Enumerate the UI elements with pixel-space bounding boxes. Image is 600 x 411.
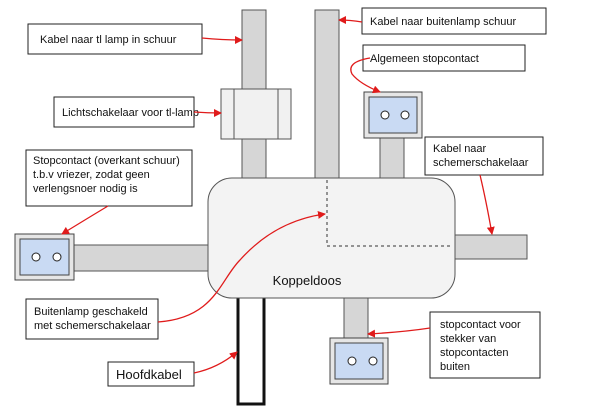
label-stopcontact-buiten-1: stopcontact voor (440, 319, 521, 331)
arrow-stopcontact-schuur (61, 205, 109, 235)
socket-buiten (329, 337, 389, 385)
label-stopcontact-schuur-2: t.b.v vriezer, zodat geen (33, 169, 150, 181)
label-stopcontact-buiten-2: stekker van (440, 333, 496, 345)
arrow-kabel-tl (201, 35, 243, 44)
koppeldoos-label: Koppeldoos (273, 273, 342, 288)
label-box-kabel-tl (27, 23, 203, 55)
cable-algemeen-stopcontact (379, 137, 405, 179)
label-stopcontact-buiten-3: stopcontacten (440, 347, 509, 359)
cable-stopcontact-schuur (73, 244, 211, 272)
label-algemeen: Algemeen stopcontact (370, 53, 479, 65)
lichtschakelaar-switch (220, 88, 292, 140)
label-lichtschakelaar: Lichtschakelaar voor tl-lamp (62, 107, 199, 119)
arrow-algemeen (350, 57, 381, 94)
label-box-stopcontact-buiten (429, 311, 541, 379)
socket-algemeen (363, 91, 423, 139)
arrow-hoofdkabel (193, 351, 238, 374)
arrow-kabel-buitenlamp (338, 16, 363, 25)
label-buitenlamp-1: Buitenlamp geschakeld (34, 306, 148, 318)
arrow-buitenlamp (157, 210, 326, 323)
cable-buitenlamp (314, 9, 340, 183)
koppeldoos-box (207, 177, 456, 299)
label-box-kabel-schemer (424, 136, 544, 176)
cable-schemerschakelaar (454, 234, 528, 260)
arrow-stopcontact-buiten (367, 327, 431, 338)
label-box-buitenlamp (25, 298, 159, 340)
label-kabel-tl: Kabel naar tl lamp in schuur (40, 34, 177, 46)
label-stopcontact-schuur-3: verlengsnoer nodig is (33, 183, 138, 195)
label-box-stopcontact-schuur (25, 149, 193, 207)
label-box-kabel-buitenlamp (361, 7, 547, 35)
hoofdkabel-line (236, 292, 266, 406)
label-kabel-buitenlamp: Kabel naar buitenlamp schuur (370, 16, 516, 28)
label-box-hoofdkabel (107, 361, 195, 387)
label-kabel-schemer-2: schemerschakelaar (433, 157, 529, 169)
label-box-algemeen (362, 44, 526, 72)
label-buitenlamp-2: met schemerschakelaar (34, 320, 151, 332)
label-kabel-schemer-1: Kabel naar (433, 143, 487, 155)
internal-wiring-dashed (326, 180, 452, 247)
cable-stopcontact-buiten (343, 295, 369, 339)
label-hoofdkabel: Hoofdkabel (116, 367, 182, 382)
label-stopcontact-schuur-1: Stopcontact (overkant schuur) (33, 155, 180, 167)
arrow-lichtschakelaar (193, 108, 222, 117)
label-stopcontact-buiten-4: buiten (440, 361, 470, 373)
label-box-lichtschakelaar (53, 96, 195, 128)
socket-schuur (14, 233, 75, 281)
arrow-kabel-schemer (479, 174, 495, 235)
